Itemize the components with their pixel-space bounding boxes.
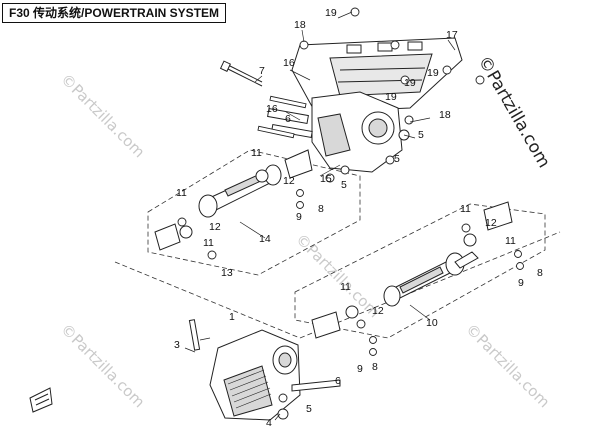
rear-driveshaft-boundary <box>147 149 361 276</box>
callout-8: 8 <box>372 361 378 373</box>
assembly-boundaries <box>114 149 561 339</box>
rear-driveshaft <box>154 149 313 251</box>
long-bolt <box>219 60 263 87</box>
callout-13: 13 <box>221 267 233 279</box>
front-differential <box>188 319 341 421</box>
diagram-title: F30 传动系统/POWERTRAIN SYSTEM <box>2 3 227 23</box>
callout-12: 12 <box>283 175 295 187</box>
watermark-text: ©Partzilla.com <box>462 320 553 411</box>
callout-5: 5 <box>306 403 312 415</box>
callout-15: 15 <box>320 173 332 185</box>
watermark-text: ©Partzilla.com <box>292 230 383 321</box>
front-driveshaft-boundary <box>294 203 546 339</box>
front-driveshaft <box>311 201 513 339</box>
callout-19: 19 <box>325 7 337 19</box>
callout-11: 11 <box>176 187 187 199</box>
callout-3: 3 <box>174 339 180 351</box>
rear-gear-case <box>267 91 414 183</box>
small-parts <box>177 7 524 420</box>
callout-5: 5 <box>341 179 347 191</box>
callout-8: 8 <box>537 267 543 279</box>
callout-17: 17 <box>446 29 458 41</box>
callout-9: 9 <box>518 277 524 289</box>
callout-11: 11 <box>340 281 351 293</box>
callout-4: 4 <box>266 417 272 429</box>
callout-18: 18 <box>439 109 451 121</box>
callout-5: 5 <box>418 129 424 141</box>
callout-12: 12 <box>372 305 384 317</box>
callout-6: 6 <box>335 375 341 387</box>
callout-9: 9 <box>357 363 363 375</box>
callout-19: 19 <box>385 91 397 103</box>
callout-5: 5 <box>394 153 400 165</box>
callout-18: 18 <box>294 19 306 31</box>
callout-1: 1 <box>229 311 235 323</box>
front-direction-icon <box>29 387 53 413</box>
callout-9: 9 <box>296 211 302 223</box>
watermark-text-main: ©Partzilla.com <box>474 53 554 172</box>
callout-11: 11 <box>203 237 214 249</box>
callout-11: 11 <box>460 203 471 215</box>
callout-12: 12 <box>485 217 497 229</box>
callout-12: 12 <box>209 221 221 233</box>
callout-7: 7 <box>259 65 265 77</box>
callout-labels: 1 3 4 5 5 5 5 6 6 7 8 8 8 9 9 9 10 11 11… <box>174 7 543 429</box>
callout-10: 10 <box>426 317 438 329</box>
watermark-text: ©Partzilla.com <box>57 70 148 161</box>
callout-11: 11 <box>251 147 262 159</box>
callout-16: 16 <box>266 103 278 115</box>
callout-8: 8 <box>318 203 324 215</box>
callout-14: 14 <box>259 233 271 245</box>
leader-lines <box>184 11 456 421</box>
callout-6: 6 <box>285 113 291 125</box>
callout-19: 19 <box>427 67 439 79</box>
watermark-text: ©Partzilla.com <box>57 320 148 411</box>
callout-16: 16 <box>283 57 295 69</box>
lower-boundary <box>114 231 561 339</box>
callout-19: 19 <box>404 77 416 89</box>
skid-plate <box>291 37 463 113</box>
callout-11: 11 <box>505 235 516 247</box>
